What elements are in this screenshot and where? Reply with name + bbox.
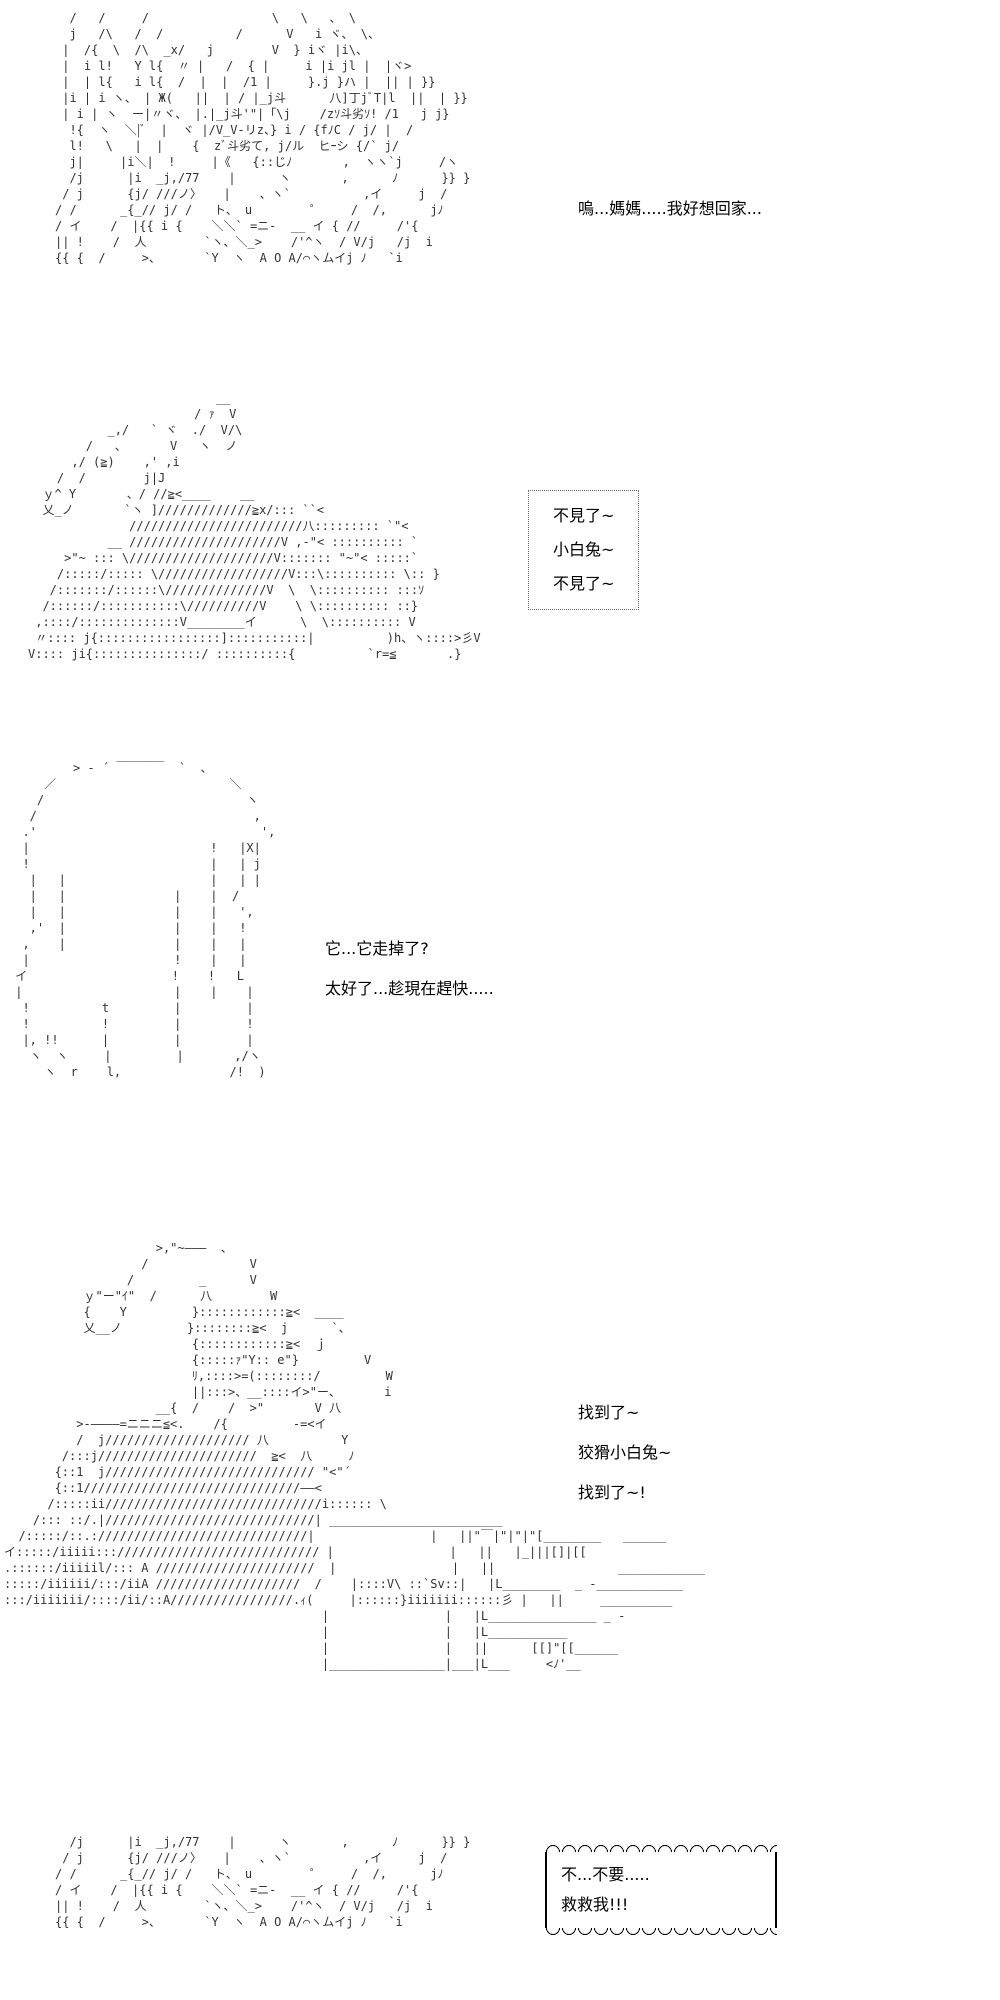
panel-3: > ‐ ´ ￣￣￣￣ ` 、 ／ ＼ / ヽ / , .' ', | ! |X|… xyxy=(0,760,1000,1230)
text-found: 找到了~ xyxy=(578,1403,640,1422)
speech-box-dotted: 不見了~ 小白兔~ 不見了~ xyxy=(528,490,640,610)
text-escape-now: 太好了...趁現在趕快..... xyxy=(325,979,494,998)
bubble-line: 救救我!!! xyxy=(561,1895,629,1914)
ascii-art-empty-figure: > ‐ ´ ￣￣￣￣ ` 、 ／ ＼ / ヽ / , .' ', | ! |X|… xyxy=(15,761,276,1079)
panel-1: / / / \ \ 、 \ j /\ / / / V i ヾ、 \、 | /{ … xyxy=(0,0,1000,360)
bubble-line: 小白兔~ xyxy=(553,540,615,559)
speech-box-scream: 不...不要..... 救救我!!! xyxy=(545,1844,777,1928)
text-found-exclaim: 找到了~! xyxy=(578,1483,646,1502)
panel-5: /j |i _j,/77 | ヽ , ﾉ }} } / j {j/ ///ノ〉 … xyxy=(0,1830,1000,1990)
bubble-line: 不...不要..... xyxy=(561,1865,650,1884)
ascii-art-hunter-searching: __ / ｧ V _,/ ` ヾ ./ V/\ / 、 V ヽ ノ ,/ (≧)… xyxy=(28,391,481,661)
panel-2: __ / ｧ V _,/ ` ヾ ./ V/\ / 、 V ヽ ノ ,/ (≧)… xyxy=(0,390,1000,730)
panel-4: >,"~――― 、 / V / _ V ｙ"ー"ｲ" / 八 W { Y }::… xyxy=(0,1240,1000,1800)
ascii-art-hunter-found: >,"~――― 、 / V / _ V ｙ"ー"ｲ" / 八 W { Y }::… xyxy=(4,1241,705,1671)
bubble-line: 不見了~ xyxy=(553,506,615,525)
text-sly-rabbit: 狡猾小白兔~ xyxy=(578,1443,672,1462)
ascii-art-girl-scared: /j |i _j,/77 | ヽ , ﾉ }} } / j {j/ ///ノ〉 … xyxy=(55,1835,471,1929)
text-it-left: 它...它走掉了? xyxy=(325,939,429,958)
bubble-line: 不見了~ xyxy=(553,574,615,593)
ascii-art-girl-crying: / / / \ \ 、 \ j /\ / / / V i ヾ、 \、 | /{ … xyxy=(55,11,471,265)
caption-want-to-go-home: 嗚...媽媽.....我好想回家... xyxy=(578,199,762,218)
